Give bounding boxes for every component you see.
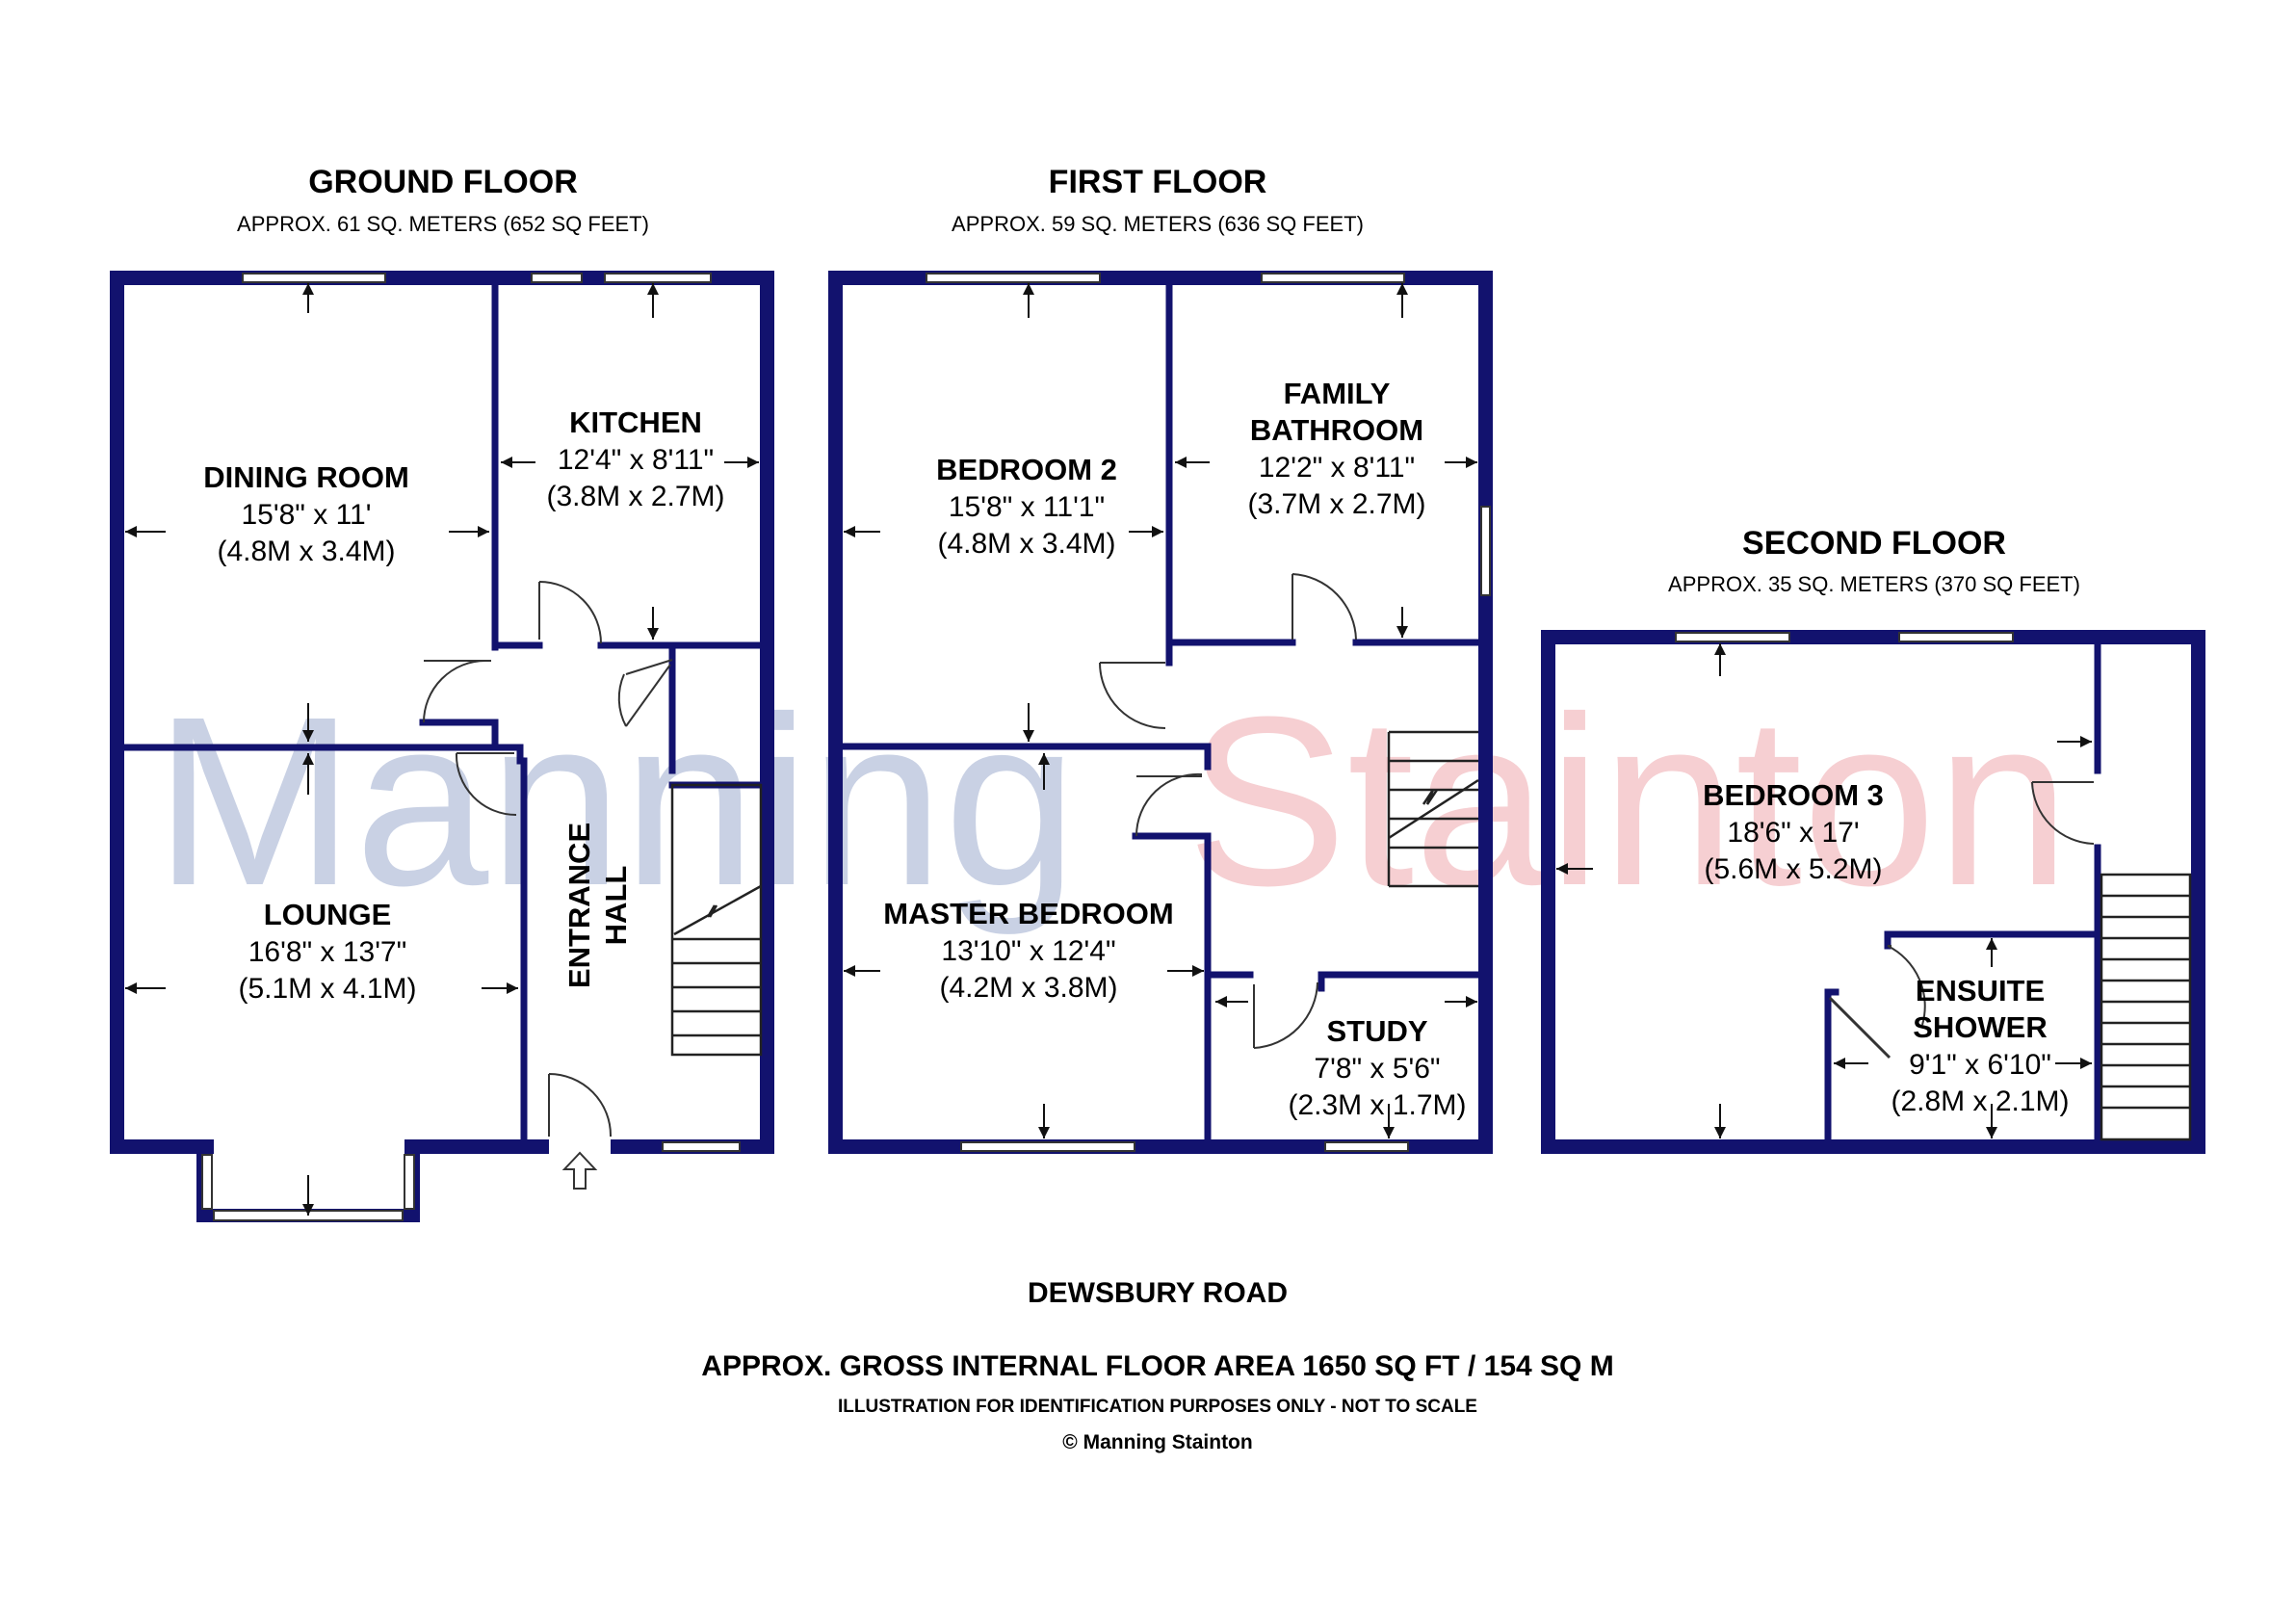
ground-stairs <box>670 783 763 1057</box>
wall <box>110 271 124 1154</box>
entrance-hall-line2: HALL <box>599 866 633 946</box>
ensuite-dim-metric: (2.8M x 2.1M) <box>1891 1086 2069 1117</box>
copyright: © Manning Stainton <box>1062 1431 1252 1453</box>
window <box>242 273 386 283</box>
dining-room-name: DINING ROOM <box>203 460 409 494</box>
door <box>538 581 602 644</box>
ground-floor-plan <box>110 271 774 1222</box>
door <box>617 659 673 727</box>
lounge-dim-imperial: 16'8" x 13'7" <box>248 936 407 968</box>
door <box>1292 573 1357 641</box>
bedroom2-dim-metric: (4.8M x 3.4M) <box>937 528 1115 560</box>
wall <box>406 1139 549 1154</box>
door <box>1135 772 1203 837</box>
bedroom3-name: BEDROOM 3 <box>1703 778 1884 812</box>
bathroom-line2: BATHROOM <box>1250 413 1423 447</box>
bedroom3-dim-imperial: 18'6" x 17' <box>1727 817 1859 849</box>
window <box>604 273 712 283</box>
second-stairs <box>2100 873 2192 1141</box>
door <box>548 1073 613 1138</box>
ground-floor-area: APPROX. 61 SQ. METERS (652 SQ FEET) <box>237 212 649 236</box>
door <box>1099 662 1166 729</box>
window <box>926 273 1101 283</box>
bedroom3-dim-metric: (5.6M x 5.2M) <box>1704 853 1882 885</box>
bathroom-dim-metric: (3.7M x 2.7M) <box>1247 488 1425 520</box>
second-floor-area: APPROX. 35 SQ. METERS (370 SQ FEET) <box>1668 572 2080 596</box>
second-floor-title: SECOND FLOOR <box>1742 525 2006 562</box>
window <box>1261 273 1405 283</box>
window <box>1675 632 1790 642</box>
door <box>423 660 491 723</box>
wall <box>760 271 774 1154</box>
bathroom-line1: FAMILY <box>1284 377 1391 410</box>
first-floor-title: FIRST FLOOR <box>1049 164 1267 200</box>
window <box>1898 632 2014 642</box>
window <box>201 1154 213 1210</box>
wall <box>1478 271 1493 1154</box>
kitchen-name: KITCHEN <box>569 406 702 439</box>
window <box>404 1154 415 1210</box>
study-dim-imperial: 7'8" x 5'6" <box>1314 1053 1440 1085</box>
bedroom2-name: BEDROOM 2 <box>936 453 1117 486</box>
study-dim-metric: (2.3M x 1.7M) <box>1288 1089 1466 1121</box>
wall <box>2191 630 2205 1154</box>
bedroom2-dim-imperial: 15'8" x 11'1" <box>949 491 1105 523</box>
study-name: STUDY <box>1326 1014 1427 1048</box>
window <box>531 273 583 283</box>
kitchen-dim-imperial: 12'4" x 8'11" <box>558 444 714 476</box>
disclaimer: ILLUSTRATION FOR IDENTIFICATION PURPOSES… <box>838 1397 1477 1417</box>
door <box>1887 945 1926 1026</box>
ensuite-line1: ENSUITE <box>1916 974 2045 1007</box>
wall <box>110 1139 214 1154</box>
watermark: Manning Stainton <box>154 667 2070 935</box>
door <box>1828 996 1892 1060</box>
wall <box>1541 630 1555 1154</box>
door <box>1253 981 1318 1049</box>
wall <box>1541 1139 2205 1154</box>
entrance-arrow-icon <box>561 1151 598 1190</box>
ground-floor-title: GROUND FLOOR <box>308 164 578 200</box>
first-floor-labels: FIRST FLOOR APPROX. 59 SQ. METERS (636 S… <box>883 164 1466 1121</box>
ground-floor-labels: GROUND FLOOR APPROX. 61 SQ. METERS (652 … <box>203 164 724 1005</box>
door <box>455 752 517 816</box>
first-floor-area: APPROX. 59 SQ. METERS (636 SQ FEET) <box>952 212 1364 236</box>
footer: DEWSBURY ROAD APPROX. GROSS INTERNAL FLO… <box>701 1277 1613 1453</box>
watermark-word-2: Stainton <box>1187 667 2070 935</box>
window <box>1324 1141 1409 1152</box>
road-name: DEWSBURY ROAD <box>1028 1277 1288 1309</box>
second-floor-plan <box>1541 630 2205 1154</box>
gross-area: APPROX. GROSS INTERNAL FLOOR AREA 1650 S… <box>701 1350 1613 1382</box>
second-floor-labels: SECOND FLOOR APPROX. 35 SQ. METERS (370 … <box>1668 525 2080 1117</box>
kitchen-dim-metric: (3.8M x 2.7M) <box>546 481 724 512</box>
door <box>2031 781 2095 845</box>
master-bedroom-dim-imperial: 13'10" x 12'4" <box>941 935 1115 967</box>
dining-room-dim-imperial: 15'8" x 11' <box>242 499 372 531</box>
bathroom-dim-imperial: 12'2" x 8'11" <box>1259 452 1415 484</box>
first-floor-plan <box>828 271 1493 1154</box>
window <box>1480 506 1491 596</box>
window <box>960 1141 1135 1152</box>
master-bedroom-name: MASTER BEDROOM <box>883 897 1173 930</box>
wall <box>828 271 843 1154</box>
master-bedroom-dim-metric: (4.2M x 3.8M) <box>939 972 1117 1004</box>
lounge-dim-metric: (5.1M x 4.1M) <box>238 973 416 1005</box>
first-stairs <box>1387 730 1479 888</box>
window <box>662 1141 741 1152</box>
wall <box>1541 630 2205 644</box>
ensuite-dim-imperial: 9'1" x 6'10" <box>1909 1049 2051 1081</box>
dining-room-dim-metric: (4.8M x 3.4M) <box>217 536 395 567</box>
ensuite-line2: SHOWER <box>1913 1010 2048 1044</box>
entrance-hall-line1: ENTRANCE <box>562 823 596 988</box>
lounge-name: LOUNGE <box>264 898 392 931</box>
